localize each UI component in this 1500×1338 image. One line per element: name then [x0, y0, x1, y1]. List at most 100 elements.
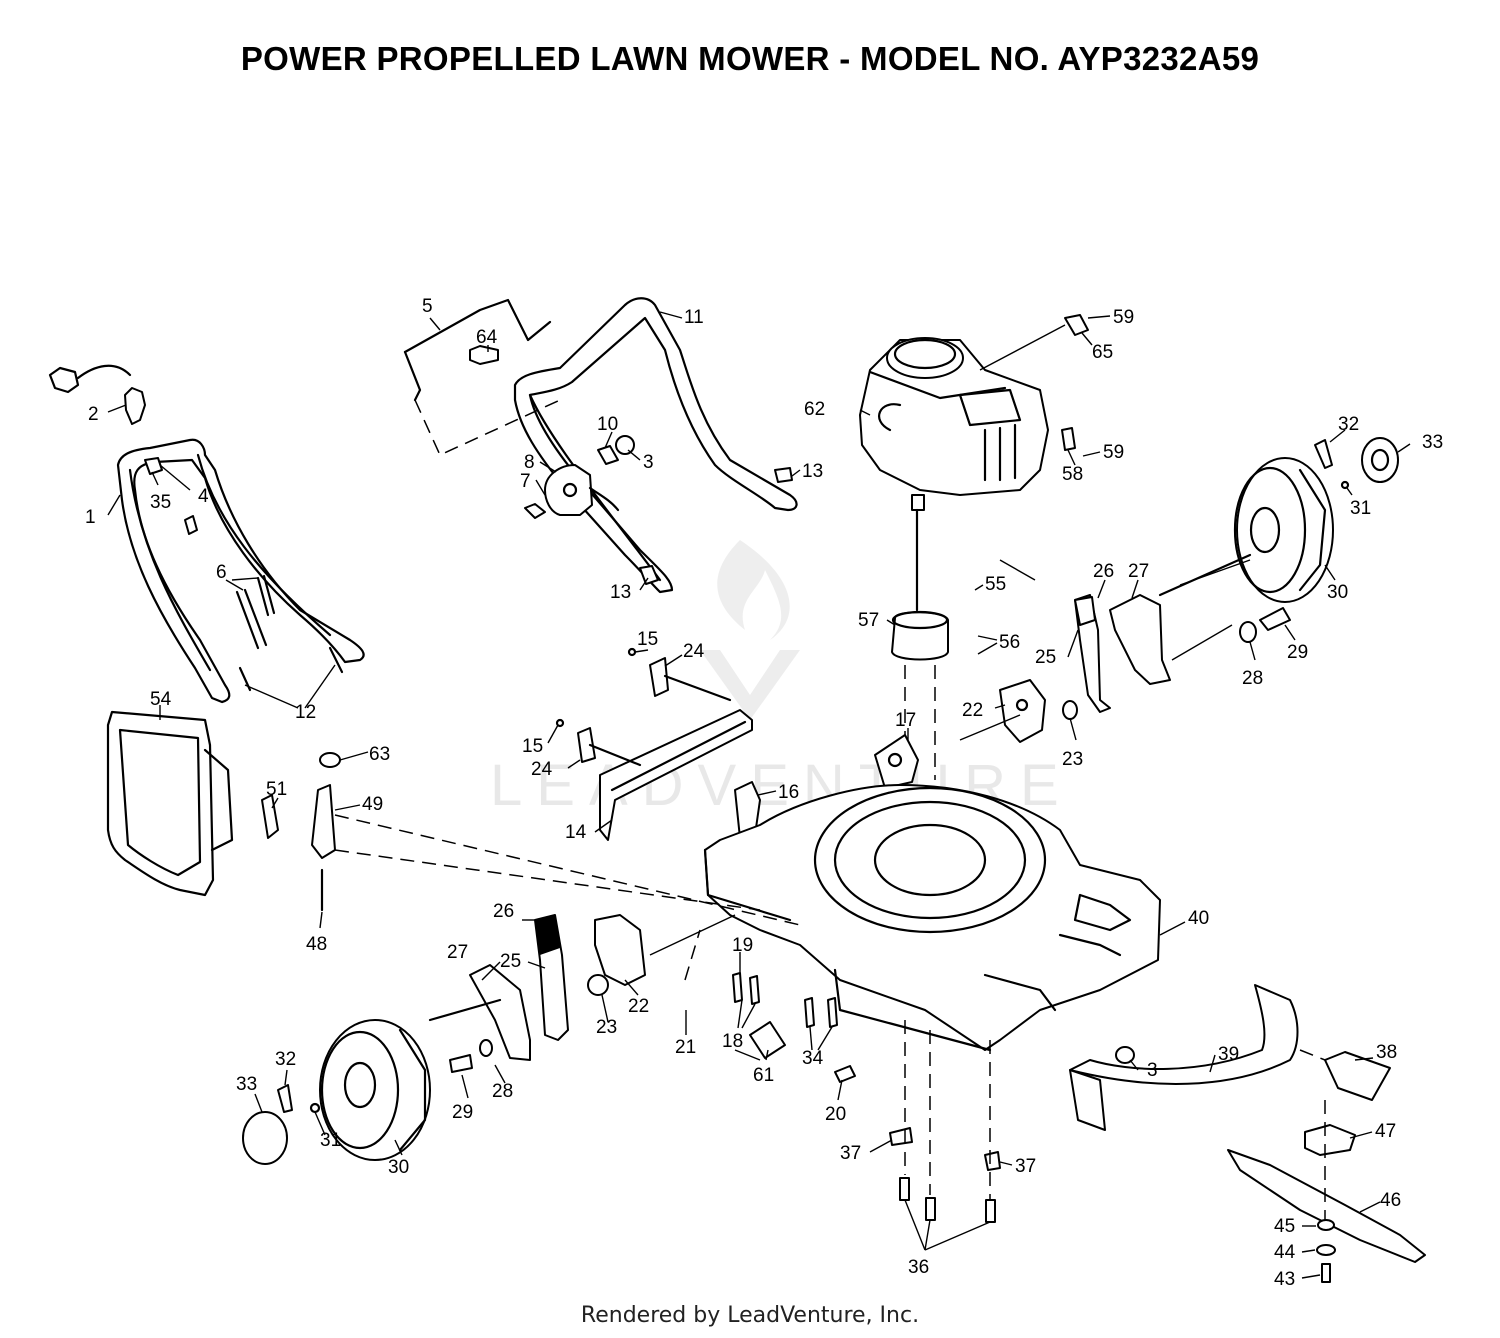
callout-13-upper: 13	[802, 461, 823, 482]
callout-20: 20	[825, 1104, 846, 1125]
handle-hardware	[144, 345, 793, 585]
callout-6: 6	[216, 562, 227, 583]
mower-deck	[703, 784, 1161, 1052]
hinge-brackets	[555, 647, 732, 767]
callout-62: 62	[804, 399, 825, 420]
callout-26-left: 26	[493, 901, 514, 922]
callout-14: 14	[565, 822, 587, 843]
callout-24-upper: 24	[683, 641, 705, 662]
callout-57: 57	[858, 610, 879, 631]
control-cable	[48, 364, 146, 425]
right-rear-wheel	[1233, 457, 1334, 603]
callout-leaders	[107, 311, 1411, 1279]
callout-54: 54	[150, 689, 172, 710]
callout-63: 63	[369, 744, 390, 765]
callout-44: 44	[1274, 1242, 1296, 1263]
rear-trap-door	[106, 710, 234, 897]
callout-1: 1	[85, 507, 96, 528]
callout-11: 11	[684, 307, 704, 328]
deck-hardware	[732, 972, 1001, 1171]
callout-59-upper: 59	[1113, 307, 1134, 328]
callout-35: 35	[150, 492, 171, 513]
callout-56: 56	[999, 632, 1020, 653]
diagram-title: POWER PROPELLED LAWN MOWER - MODEL NO. A…	[240, 40, 1260, 77]
callout-30-left: 30	[388, 1157, 409, 1178]
callout-61: 61	[753, 1065, 774, 1086]
callout-47: 47	[1375, 1121, 1396, 1142]
blade-adapter-shaft	[891, 508, 949, 780]
mulch-plug-and-baffle	[1069, 984, 1299, 1131]
callout-8: 8	[524, 452, 535, 473]
left-front-wheel	[319, 1019, 431, 1161]
deck-brackets	[734, 679, 1078, 839]
callout-33-right: 33	[1422, 432, 1443, 453]
callout-46: 46	[1380, 1190, 1401, 1211]
callout-27-right: 27	[1128, 561, 1149, 582]
callout-13-lower: 13	[610, 582, 631, 603]
right-wheel-hardware	[1314, 437, 1399, 490]
callout-32-left: 32	[275, 1049, 296, 1070]
left-height-adjuster	[428, 914, 646, 1073]
callout-3-handle: 3	[643, 452, 654, 473]
callout-22-left: 22	[628, 996, 649, 1017]
callout-25-right: 25	[1035, 647, 1056, 668]
callout-49: 49	[362, 794, 383, 815]
left-wheel-hardware	[242, 1084, 321, 1165]
right-height-adjuster	[1074, 553, 1291, 713]
blade-assembly	[1227, 1051, 1426, 1283]
callout-15-upper: 15	[637, 629, 658, 650]
leadventure-watermark: LEADVENTURE	[490, 540, 1059, 818]
callout-39: 39	[1218, 1044, 1239, 1065]
callout-59-lower: 59	[1103, 442, 1124, 463]
callout-48: 48	[306, 934, 327, 955]
callout-15-lower: 15	[522, 736, 543, 757]
bail-rod	[403, 298, 561, 456]
blade-bolts	[899, 1020, 996, 1223]
callout-28-left: 28	[492, 1081, 513, 1102]
callout-33-left: 33	[236, 1074, 257, 1095]
callout-32-right: 32	[1338, 414, 1359, 435]
callout-23-right: 23	[1062, 749, 1083, 770]
callout-38: 38	[1376, 1042, 1397, 1063]
callout-36: 36	[908, 1257, 929, 1278]
callout-45: 45	[1274, 1216, 1295, 1237]
callout-10: 10	[597, 414, 618, 435]
callout-34: 34	[802, 1048, 824, 1069]
callout-55: 55	[985, 574, 1006, 595]
callout-2: 2	[88, 404, 99, 425]
callout-51: 51	[266, 779, 287, 800]
callout-64: 64	[476, 327, 498, 348]
callout-29-right: 29	[1287, 642, 1308, 663]
callout-labels: 1 2 3 3 4 5 6 7 8 10 11 12 13 13 14 15 1…	[85, 296, 1443, 1290]
callout-28-right: 28	[1242, 668, 1263, 689]
callout-19: 19	[732, 935, 753, 956]
callout-23-left: 23	[596, 1017, 617, 1038]
callout-65: 65	[1092, 342, 1113, 363]
callout-31-left: 31	[320, 1130, 341, 1151]
callout-21: 21	[675, 1037, 696, 1058]
engine-controls	[1061, 314, 1089, 451]
callout-7: 7	[520, 471, 531, 492]
callout-22-right: 22	[962, 700, 983, 721]
callout-12: 12	[295, 702, 316, 723]
callout-4: 4	[198, 486, 209, 507]
callout-58: 58	[1062, 464, 1083, 485]
footer-credit: Rendered by LeadVenture, Inc.	[580, 1303, 920, 1328]
callout-31-right: 31	[1350, 498, 1371, 519]
callout-29-left: 29	[452, 1102, 473, 1123]
callout-30-right: 30	[1327, 582, 1348, 603]
handle-bracket	[544, 464, 620, 516]
callout-16: 16	[778, 782, 799, 803]
lower-handle	[116, 438, 365, 704]
callout-18: 18	[722, 1031, 743, 1052]
callout-25-left: 25	[500, 951, 521, 972]
callout-37-left: 37	[840, 1143, 861, 1164]
callout-26-right: 26	[1093, 561, 1114, 582]
callout-3-deck: 3	[1147, 1060, 1158, 1081]
upper-handle	[513, 297, 798, 594]
callout-37-right: 37	[1015, 1156, 1036, 1177]
callout-5: 5	[422, 296, 433, 317]
callout-27-left: 27	[447, 942, 468, 963]
side-discharge-parts	[261, 752, 801, 926]
